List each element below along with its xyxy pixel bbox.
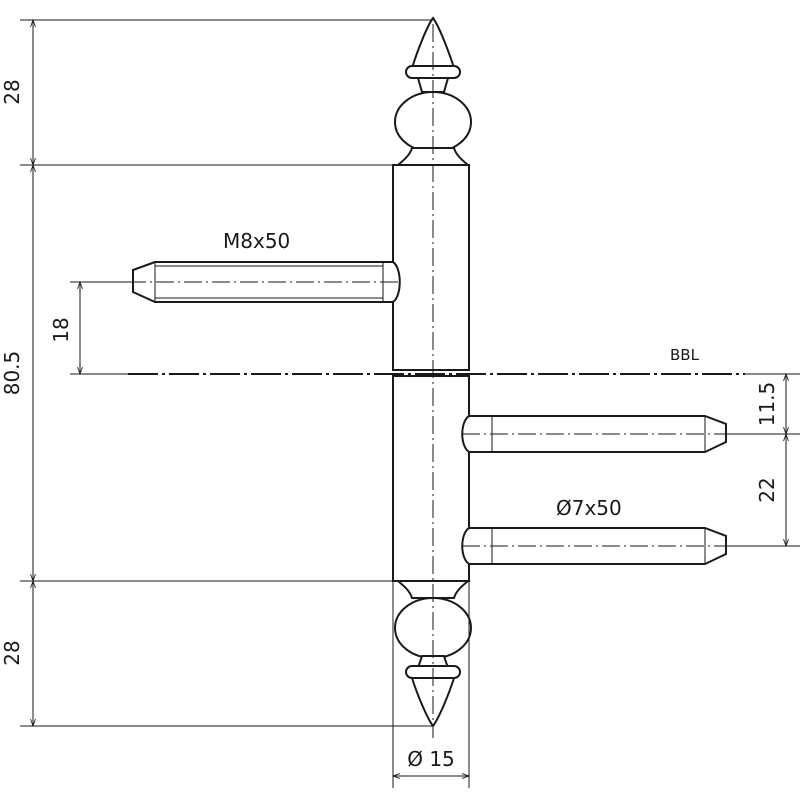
- barrel-lower: [392, 375, 470, 582]
- left-dimensions: 28 80.5 28 18: [0, 18, 433, 728]
- lower-pin-spec-label: Ø7x50: [556, 496, 622, 520]
- barrel-upper: [392, 164, 470, 371]
- upper-pin-shaft: [132, 261, 401, 303]
- dim-diameter-label: Ø 15: [407, 747, 455, 771]
- lower-pin-2: [461, 527, 732, 565]
- dim-bottom-height-label: 28: [0, 640, 24, 665]
- lower-pin-2-shaft: [461, 527, 727, 565]
- lower-pin-1-shaft: [461, 415, 727, 453]
- right-dimensions: 11.5 22: [732, 372, 800, 548]
- dim-pin-spacing-label: 22: [755, 477, 779, 502]
- diameter-dimension: Ø 15: [391, 581, 471, 788]
- dim-lower-pin-offset-label: 11.5: [755, 382, 779, 427]
- dim-body-height-label: 80.5: [0, 351, 24, 396]
- hinge-barrel: [392, 164, 470, 582]
- lower-pin-1: [461, 415, 732, 453]
- upper-pin: [128, 261, 401, 303]
- upper-pin-spec-label: M8x50: [223, 229, 290, 253]
- dim-top-height-label: 28: [0, 79, 24, 104]
- dim-pin-offset-label: 18: [49, 317, 73, 342]
- bbl-label: BBL: [670, 346, 700, 364]
